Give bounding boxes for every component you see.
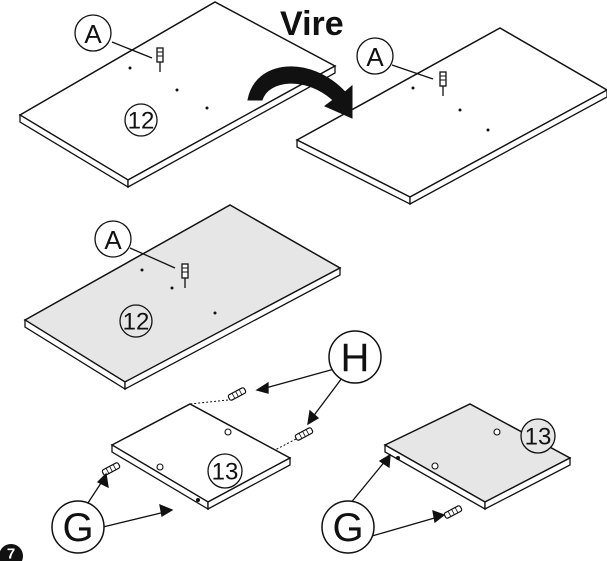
callout-h: H bbox=[328, 330, 382, 384]
panel-12-top bbox=[18, 1, 337, 189]
svg-text:13: 13 bbox=[212, 459, 239, 486]
panel-13-right bbox=[383, 403, 572, 511]
part-number-12-top: 12 bbox=[124, 103, 158, 137]
svg-text:G: G bbox=[332, 506, 363, 550]
callout-g-2: G bbox=[321, 500, 375, 554]
panel-flipped bbox=[295, 27, 607, 206]
svg-text:A: A bbox=[366, 42, 384, 72]
step-badge: 7 bbox=[0, 544, 23, 561]
callout-g-1: G bbox=[51, 500, 105, 554]
callout-a-3: A bbox=[94, 220, 132, 258]
part-number-12-bottom: 12 bbox=[119, 304, 153, 338]
callout-a-2: A bbox=[356, 37, 394, 75]
svg-text:H: H bbox=[341, 336, 370, 380]
flip-arrow-icon bbox=[247, 66, 353, 119]
svg-text:12: 12 bbox=[123, 309, 150, 336]
svg-text:G: G bbox=[62, 506, 93, 550]
callout-leaders bbox=[83, 41, 446, 537]
dowel-pin-icon bbox=[101, 461, 121, 477]
callout-a-1: A bbox=[74, 14, 112, 52]
svg-text:12: 12 bbox=[128, 108, 155, 135]
svg-text:7: 7 bbox=[7, 546, 15, 561]
svg-text:A: A bbox=[104, 225, 122, 255]
dowel-pin-icon bbox=[294, 426, 314, 442]
dowel-pin-icon bbox=[227, 386, 247, 402]
panel-13-left bbox=[110, 403, 292, 511]
flip-label: Vire bbox=[280, 5, 344, 43]
part-number-13-left: 13 bbox=[207, 453, 243, 489]
svg-text:13: 13 bbox=[525, 424, 552, 451]
svg-text:A: A bbox=[84, 19, 102, 49]
dowel-pin-icon bbox=[443, 504, 463, 520]
part-number-13-right: 13 bbox=[520, 418, 556, 454]
panel-12-bottom bbox=[23, 204, 342, 391]
